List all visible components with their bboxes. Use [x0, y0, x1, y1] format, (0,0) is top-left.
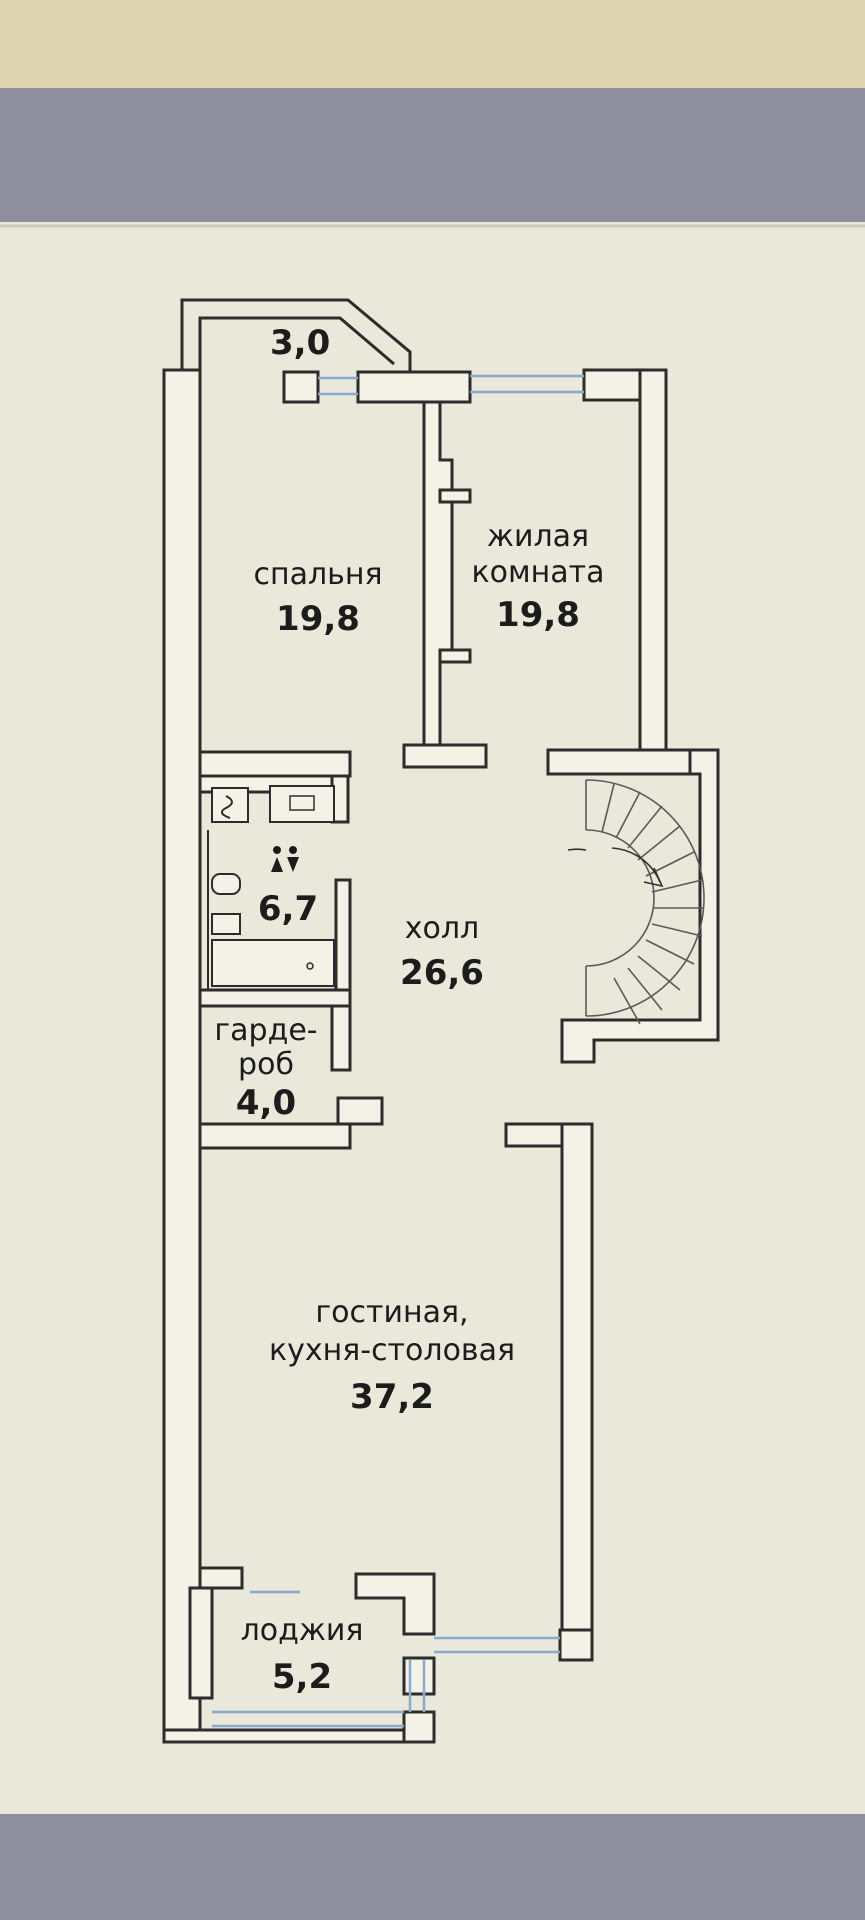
loggia-corner [402, 1656, 436, 1696]
stair-enclosure-wall [560, 748, 720, 1064]
living-room-area: 19,8 [496, 595, 580, 635]
loggia-left-wall [188, 1586, 214, 1700]
wardrobe-name-line1: гарде- [214, 1013, 317, 1048]
bathtub-fixture [211, 939, 335, 987]
bathroom-area: 6,7 [258, 889, 318, 929]
bedroom-bottom-wall [198, 750, 352, 778]
loggia-right-pier [354, 1572, 436, 1636]
partition-stub-2 [438, 648, 472, 664]
kitchen-living-name-line1: гостиная, [315, 1295, 468, 1330]
wardrobe-bottom-wall [198, 1122, 352, 1150]
washbasin-inner [289, 795, 315, 811]
kitchen-living-area: 37,2 [350, 1377, 434, 1417]
loggia-bottom-pier-right [402, 1710, 436, 1744]
partition-foot [402, 743, 488, 769]
bathroom-right-wall [334, 878, 352, 992]
wall-top-pier-2 [356, 370, 472, 404]
hall-name: холл [405, 911, 479, 946]
outer-wall-right-lower [560, 1122, 594, 1660]
wall-top-pier-1 [282, 370, 320, 404]
bedroom-name: спальня [253, 557, 382, 592]
sink-symbol [220, 795, 233, 819]
bidet-fixture [211, 913, 241, 935]
top-background [0, 0, 865, 90]
balcony-top-area: 3,0 [270, 323, 330, 363]
toilet-fixture [211, 873, 241, 895]
outer-wall-bottom [162, 1728, 406, 1744]
wardrobe-right-wall [330, 1004, 352, 1072]
kitchen-bottom-left-wall [198, 1566, 244, 1590]
bedroom-area: 19,8 [276, 599, 360, 639]
frame-bottom [0, 1810, 865, 1920]
balcony-top-wall [180, 298, 412, 372]
loggia-area: 5,2 [272, 1657, 332, 1697]
floor-plan [162, 298, 720, 1744]
outer-wall-left [162, 368, 202, 1732]
wardrobe-name-line2: роб [238, 1047, 294, 1082]
windows [212, 374, 584, 1728]
spiral-staircase [567, 779, 705, 1025]
partition-stub-1 [438, 488, 472, 504]
wardrobe-area: 4,0 [236, 1083, 296, 1123]
outer-wall-right-upper [638, 368, 668, 752]
frame-top [0, 88, 865, 228]
bathroom-bottom-wall [198, 988, 352, 1008]
balcony-top-inner [198, 316, 395, 372]
loggia-name: лоджия [241, 1613, 364, 1648]
wardrobe-door-stub [336, 1096, 384, 1126]
kitchen-bottom-right-wall [558, 1628, 594, 1662]
bathroom-icon [271, 846, 299, 872]
living-room-name-line2: комната [472, 555, 605, 590]
kitchen-living-name-line2: кухня-столовая [269, 1333, 515, 1368]
living-room-name-line1: жилая [487, 519, 589, 554]
bathtub-drain [306, 962, 314, 970]
hall-area: 26,6 [400, 953, 484, 993]
